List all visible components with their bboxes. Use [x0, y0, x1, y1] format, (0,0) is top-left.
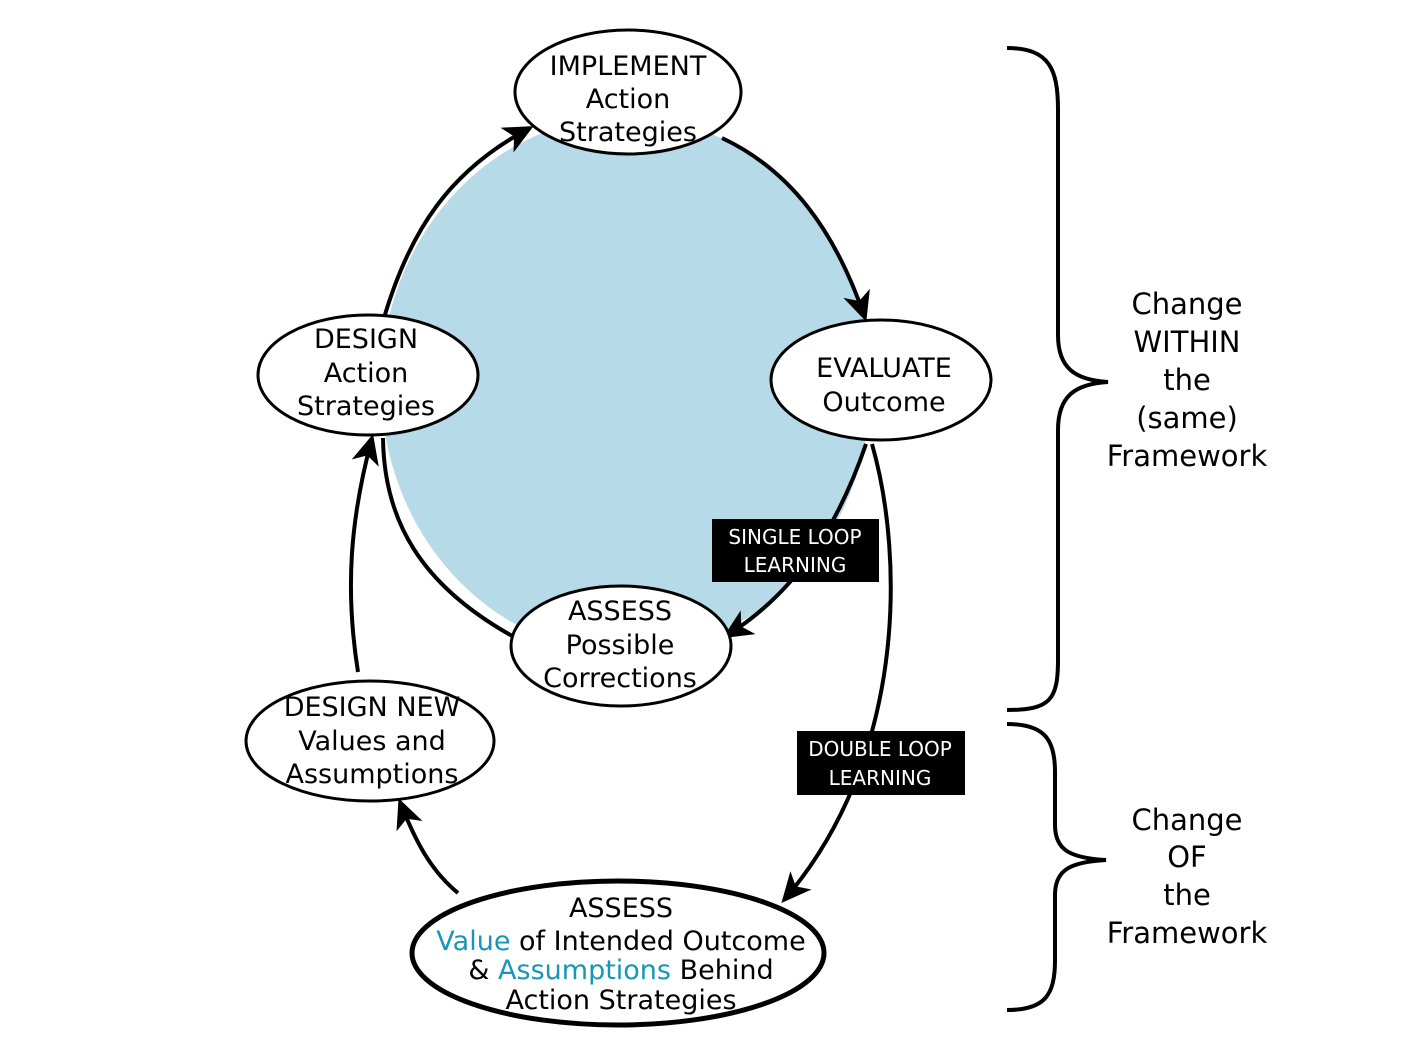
- assumptions-rest: Behind: [671, 955, 774, 986]
- arrow-evaluate-to-assess-value: [781, 443, 893, 904]
- assumptions-prefix: &: [468, 955, 498, 986]
- node-evaluate-line1: EVALUATE: [816, 353, 952, 384]
- node-implement: IMPLEMENT Action Strategies: [513, 28, 743, 156]
- node-assess-value-line4: Action Strategies: [505, 985, 736, 1016]
- node-implement-line1: IMPLEMENT: [550, 51, 707, 82]
- value-accent: Value: [436, 926, 510, 957]
- arrow-design-new-to-design: [348, 434, 379, 673]
- arrow-implement-to-evaluate: [721, 136, 870, 322]
- node-design: DESIGN Action Strategies: [256, 313, 480, 437]
- side-of-line1: Change: [1131, 803, 1242, 837]
- node-assess-corrections-line1: ASSESS: [568, 596, 672, 627]
- tag-double-loop-line1: DOUBLE LOOP: [808, 737, 952, 761]
- brace-within: [1006, 46, 1109, 712]
- arrow-design-to-implement: [382, 126, 534, 319]
- side-label-of: Change OF the Framework: [1107, 803, 1268, 950]
- node-assess-value: ASSESS Value of Intended Outcome & Assum…: [409, 878, 827, 1028]
- node-design-new-line3: Assumptions: [286, 759, 459, 790]
- node-design-line3: Strategies: [297, 391, 435, 422]
- node-assess-value-line1: ASSESS: [569, 893, 673, 924]
- loop-assess-to-design: [381, 437, 515, 639]
- side-within-line1: Change: [1131, 287, 1242, 321]
- side-within-line3: the: [1163, 363, 1211, 397]
- node-implement-line3: Strategies: [559, 117, 697, 148]
- node-design-new-line2: Values and: [298, 726, 446, 757]
- brace-of: [1006, 722, 1107, 1012]
- side-of-line3: the: [1163, 878, 1211, 912]
- tag-double-loop: DOUBLE LOOP LEARNING: [797, 731, 965, 795]
- tag-double-loop-line2: LEARNING: [829, 766, 932, 790]
- node-assess-corrections-line3: Corrections: [543, 663, 697, 694]
- node-design-line1: DESIGN: [314, 324, 418, 355]
- value-rest: of Intended Outcome: [510, 926, 805, 957]
- node-assess-value-line3: & Assumptions Behind: [468, 955, 773, 986]
- node-assess-value-line2: Value of Intended Outcome: [436, 926, 805, 957]
- arrow-assess-value-to-design-new: [396, 798, 460, 895]
- tag-single-loop: SINGLE LOOP LEARNING: [712, 519, 879, 582]
- tag-single-loop-line2: LEARNING: [744, 553, 847, 577]
- node-design-new-line1: DESIGN NEW: [284, 692, 461, 723]
- side-of-line2: OF: [1167, 840, 1207, 874]
- node-design-line2: Action: [324, 358, 409, 389]
- node-design-new: DESIGN NEW Values and Assumptions: [244, 679, 496, 803]
- side-within-line2: WITHIN: [1134, 325, 1241, 359]
- node-evaluate-line2: Outcome: [822, 387, 945, 418]
- node-implement-line2: Action: [586, 84, 671, 115]
- side-within-line4: (same): [1136, 401, 1238, 435]
- side-within-line5: Framework: [1107, 439, 1268, 473]
- node-evaluate: EVALUATE Outcome: [769, 318, 993, 442]
- assumptions-accent: Assumptions: [498, 955, 671, 986]
- tag-single-loop-line1: SINGLE LOOP: [728, 525, 861, 549]
- node-assess-corrections: ASSESS Possible Corrections: [509, 584, 733, 708]
- side-of-line4: Framework: [1107, 916, 1268, 950]
- node-assess-corrections-line2: Possible: [566, 630, 675, 661]
- side-label-within: Change WITHIN the (same) Framework: [1107, 287, 1268, 473]
